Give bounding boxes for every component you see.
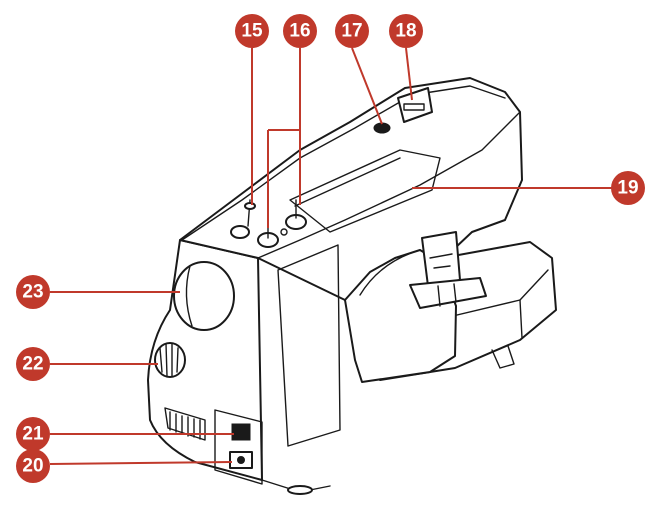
pattern-dial [154,342,186,378]
connector-panel [214,409,263,485]
spool-pins [230,199,307,248]
callout-22: 22 [16,347,50,381]
callout-21: 21 [16,417,50,451]
callout-15-label: 15 [241,21,263,42]
callout-19: 19 [611,171,645,205]
sewing-machine-illustration [147,77,557,495]
callout-16: 16 [283,14,317,48]
callout-16-label: 16 [289,21,310,42]
callout-15: 15 [235,14,269,48]
top-cover [289,149,441,233]
callout-21-label: 21 [22,424,44,445]
callout-18: 18 [389,14,423,48]
side-panel [277,244,341,447]
callout-19-label: 19 [617,178,638,199]
power-switch [231,423,251,441]
callout-20: 20 [16,449,50,483]
callout-23-label: 23 [22,282,43,303]
callout-17: 17 [335,14,369,48]
handwheel [173,261,235,331]
callout-23: 23 [16,275,50,309]
callout-17-label: 17 [341,21,362,42]
leader-lines [49,47,612,465]
vent-grille [164,407,206,441]
needle-area [409,231,487,309]
callout-22-label: 22 [22,354,43,375]
bobbin-winder-knob [373,122,391,134]
callout-20-label: 20 [22,456,43,477]
thread-guide-top [397,87,433,123]
callout-18-label: 18 [395,21,416,42]
